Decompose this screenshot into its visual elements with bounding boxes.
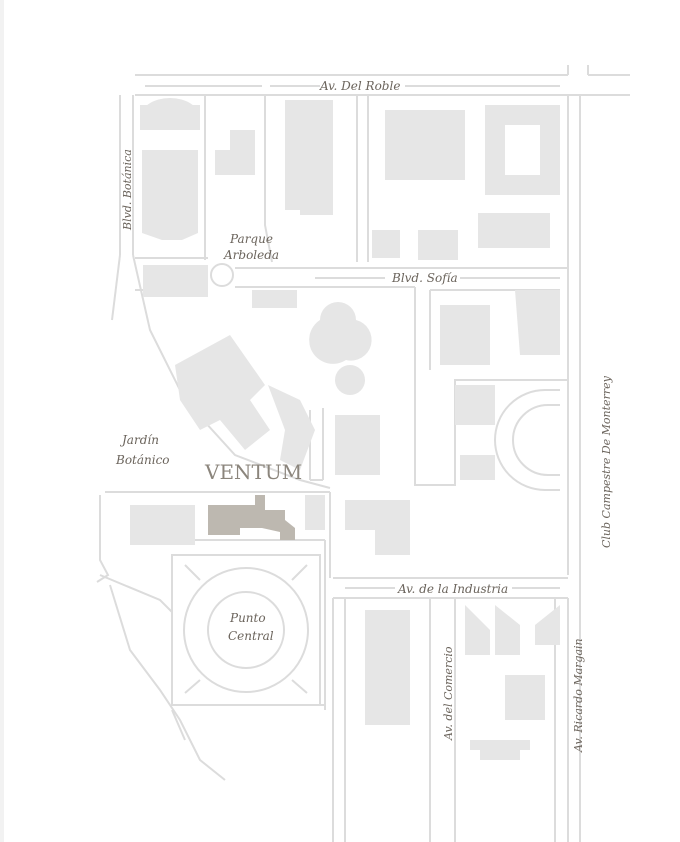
block-s-stairs	[470, 740, 530, 760]
road-west-edge-2	[171, 704, 325, 741]
label-parque-1: Parque	[229, 232, 273, 246]
block-e-square	[440, 305, 490, 365]
road-top-right-curve	[567, 65, 589, 75]
block-se-1	[345, 500, 410, 555]
road-diagonal-west	[132, 254, 331, 489]
block-s-triangles	[465, 605, 560, 655]
road-v2	[264, 95, 273, 263]
block-s-1	[365, 610, 410, 725]
label-industria: Av. de la Industria	[397, 582, 508, 596]
block-mid-small	[252, 290, 297, 308]
page-edge	[0, 0, 4, 842]
block-ne-4	[418, 230, 458, 260]
block-ventum-west	[130, 505, 195, 545]
label-jardin-1: Jardín	[119, 433, 159, 447]
roundabout-small	[210, 263, 234, 287]
label-margain: Av. Ricardo Margain	[572, 638, 585, 753]
label-botanica: Blvd. Botánica	[121, 149, 134, 231]
road-east-arc	[494, 389, 560, 491]
label-parque-2: Arboleda	[223, 248, 279, 262]
road-mid-v	[324, 492, 331, 710]
road-ventum-parcel	[309, 408, 324, 481]
label-comercio: Av. del Comercio	[442, 646, 455, 741]
road-east-arc-inner	[512, 404, 560, 476]
block-ventum-east	[305, 495, 325, 530]
punto-central-outer	[183, 567, 309, 693]
label-punto-1: Punto	[229, 611, 266, 625]
block-tree-1	[309, 302, 372, 364]
block-diag-2	[268, 385, 315, 470]
ventum-logo-text: VENTUM	[204, 460, 302, 484]
block-arch-top-left	[140, 98, 200, 130]
block-diag-building	[175, 335, 270, 450]
punto-central-inner	[207, 591, 285, 669]
block-e-cluster	[515, 290, 560, 355]
block-botanica	[142, 150, 198, 240]
road-diagonal-west-2	[111, 254, 121, 321]
label-sofia: Blvd. Sofía	[391, 271, 458, 285]
block-small-1b	[215, 150, 255, 175]
map-labels: Av. Del Roble Blvd. Botánica Parque Arbo…	[115, 79, 613, 753]
building-blocks	[130, 98, 560, 760]
road-network	[96, 65, 630, 842]
block-stadium	[485, 105, 560, 195]
block-s-2	[505, 675, 545, 720]
label-jardin-2: Botánico	[115, 453, 170, 467]
block-w-1	[143, 265, 208, 297]
block-mid-e	[335, 415, 380, 475]
ventum-building	[208, 495, 295, 540]
block-ne-3	[372, 230, 400, 258]
road-west-edge	[96, 495, 226, 781]
block-tree-2	[335, 365, 365, 395]
block-e-3	[460, 455, 495, 480]
block-tall-2b	[300, 180, 333, 215]
block-ne-5	[478, 213, 550, 248]
label-campestre: Club Campestre De Monterrey	[600, 375, 613, 548]
label-del-roble: Av. Del Roble	[319, 79, 400, 93]
label-punto-2: Central	[228, 629, 274, 643]
road-punto-corners	[184, 564, 308, 694]
block-e-2	[455, 385, 495, 425]
block-ne-1	[385, 110, 465, 180]
road-east-v	[414, 287, 568, 486]
